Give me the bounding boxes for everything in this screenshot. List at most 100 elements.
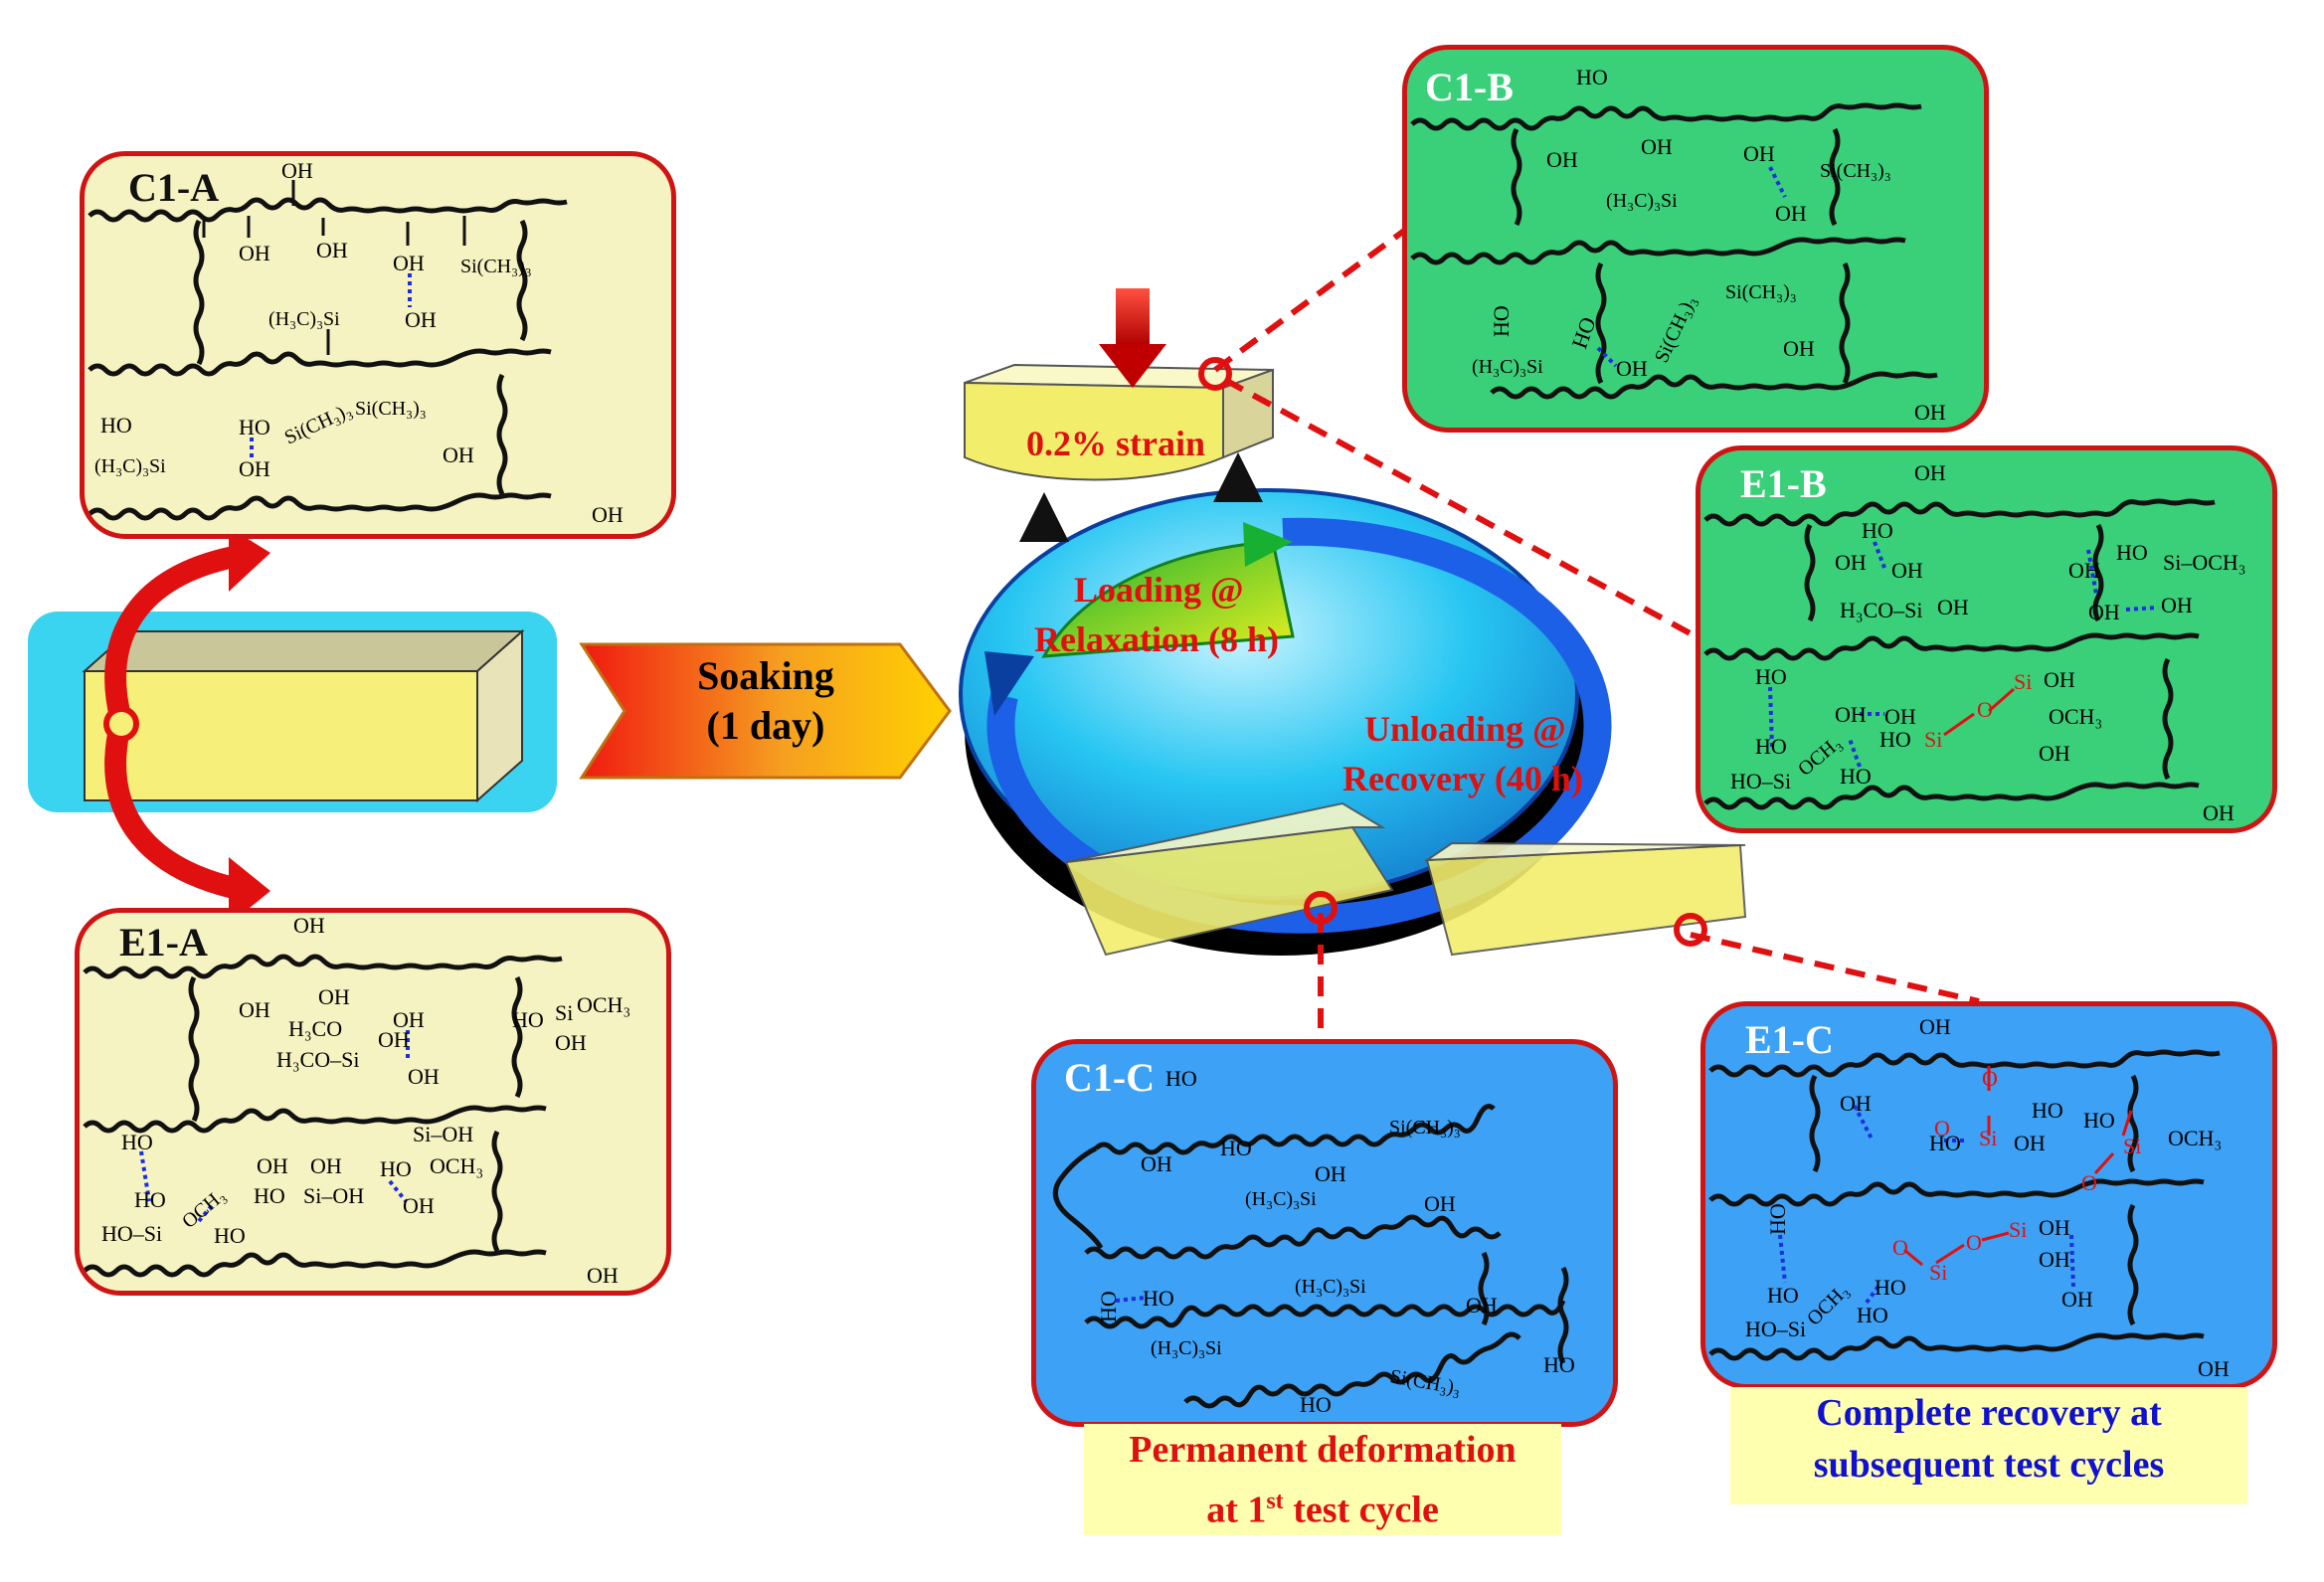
c1b-network: HO OH OH OH Si(CH₃)₃ (H₃C)₃Si OH Si(CH₃)… <box>1410 65 1946 425</box>
oh-label: OH <box>1840 1091 1872 1116</box>
marker-recovered <box>1674 913 1707 947</box>
caption-e1c-line2: subsequent test cycles <box>1813 1444 2165 1486</box>
crosslink <box>511 975 523 1099</box>
h-bond <box>1768 166 1787 198</box>
och3-label: OCH₃ <box>2049 704 2102 729</box>
ho-label: HO <box>380 1156 412 1181</box>
ho-si-label: HO–Si <box>1730 769 1791 793</box>
tms-label: Si(CH₃)₃ <box>460 256 532 277</box>
tms-label: (H₃C)₃Si <box>268 308 340 330</box>
h-bond <box>2069 1234 2075 1288</box>
tms-label: Si(CH₃)₃ <box>1725 281 1797 303</box>
oh-label: OH <box>1891 558 1923 583</box>
si-o-bond <box>2093 1151 2115 1175</box>
h-bond <box>1853 1105 1875 1142</box>
support-left <box>1019 492 1069 542</box>
ho-label: HO <box>1566 313 1600 351</box>
soaking-label: Soaking (1 day) <box>646 651 885 751</box>
h-bond <box>1778 1234 1787 1284</box>
strain-label: 0.2% strain <box>1026 424 1205 463</box>
si-label: Si <box>2014 669 2032 694</box>
panel-e1c: E1-C OH OH O Si HO OH <box>1700 1001 2277 1389</box>
h3co-si-label: H₃CO–Si <box>1840 598 1922 622</box>
soaking-line2: (1 day) <box>706 703 825 748</box>
h-bond <box>1848 738 1862 768</box>
tms-label: Si(CH₃)₃ <box>355 398 427 420</box>
crosslink <box>1595 262 1607 385</box>
oh-label: OH <box>1914 460 1946 485</box>
chain <box>88 348 552 377</box>
caption-complete-recovery: Complete recovery at subsequent test cyc… <box>1730 1387 2247 1504</box>
oh-label: OH <box>2039 1247 2070 1272</box>
crosslink <box>2127 1203 2139 1326</box>
panel-e1b-label: E1-B <box>1740 461 1827 506</box>
o-label: O <box>1934 1116 1950 1141</box>
h-bond <box>2125 606 2159 612</box>
oh-label: OH <box>2088 600 2120 624</box>
ho-label: HO <box>214 1223 246 1248</box>
oh-label: OH <box>1641 134 1673 159</box>
oh-label: OH <box>281 158 313 183</box>
soaking-arrow <box>579 642 952 780</box>
e1a-network: OH OH OH OH HO Si OCH₃ OH H₃CO H₃CO–Si O… <box>83 913 630 1288</box>
connector-e1b <box>1223 377 1698 639</box>
h-bond <box>1873 541 1886 569</box>
och3-label: OCH₃ <box>2168 1126 2222 1150</box>
chain <box>83 954 563 979</box>
ho-label: HO <box>1765 1203 1790 1235</box>
ho-label: HO <box>134 1187 166 1212</box>
ho-label: HO <box>1143 1286 1174 1311</box>
crosslink <box>2127 1074 2139 1173</box>
caption-c1c-line2-post: test cycle <box>1283 1489 1439 1531</box>
loading-sector <box>1041 540 1295 658</box>
tms-label: (H₃C)₃Si <box>94 455 166 477</box>
e1c-network: OH OH O Si HO OH HO O HO Si OCH₃ O HO O … <box>1708 1014 2230 1381</box>
ho-label: HO <box>1879 727 1911 752</box>
si-label: Si <box>2009 1217 2027 1242</box>
arrow-to-c1a <box>104 546 237 724</box>
o-label: O <box>1982 1066 1998 1091</box>
chain <box>1708 1049 2221 1078</box>
oh-label: OH <box>443 442 474 467</box>
oh-label: OH <box>2198 1356 2230 1381</box>
chain <box>1703 782 2200 810</box>
ho-label: HO <box>1576 65 1608 89</box>
caption-c1c-line2-sup: st <box>1266 1489 1284 1514</box>
oh-label: OH <box>1775 201 1807 226</box>
si-o-bond <box>1903 1248 1923 1267</box>
oh-label: OH <box>1937 595 1969 619</box>
h3co-si-label: H₃CO–Si <box>276 1047 359 1072</box>
oh-label: OH <box>587 1263 619 1288</box>
panel-c1a-label: C1-A <box>128 165 220 210</box>
sample-block-top <box>82 630 525 672</box>
tms-label: Si(CH₃)₃ <box>1651 292 1700 366</box>
h-bond <box>1768 686 1774 750</box>
oh-label: OH <box>310 1153 342 1178</box>
ho-label: HO <box>1543 1352 1575 1377</box>
chain <box>1703 632 2200 661</box>
crosslink <box>496 373 508 496</box>
ho-label: HO <box>1929 1131 1961 1155</box>
oh-label: OH <box>1914 400 1946 425</box>
h-bond <box>1865 1283 1881 1305</box>
chain <box>1084 1299 1566 1329</box>
si-label: Si <box>2123 1134 2141 1158</box>
oh-label: OH <box>555 1030 587 1055</box>
och3-label: OCH₃ <box>1803 1280 1853 1329</box>
arrow-to-e1a <box>104 718 237 899</box>
crosslink <box>1557 1266 1569 1365</box>
si-oh-label: Si–OH <box>413 1122 473 1146</box>
panel-c1b-label: C1-B <box>1425 65 1514 109</box>
caption-e1c-line1: Complete recovery at <box>1816 1392 2162 1434</box>
oh-label: OH <box>1424 1191 1456 1216</box>
panel-c1c-label: C1-C <box>1064 1055 1156 1100</box>
sample-block-side <box>476 628 523 803</box>
oh-label: OH <box>393 1007 425 1032</box>
ho-label: HO <box>1096 1291 1121 1322</box>
och3-label: OCH₃ <box>577 992 630 1017</box>
caption-c1c-line1: Permanent deformation <box>1129 1429 1517 1471</box>
c1c-network: HO OH HO OH Si(CH₃)₃ (H₃C)₃Si OH HO HO (… <box>1052 1066 1575 1417</box>
chain <box>1410 102 1922 131</box>
